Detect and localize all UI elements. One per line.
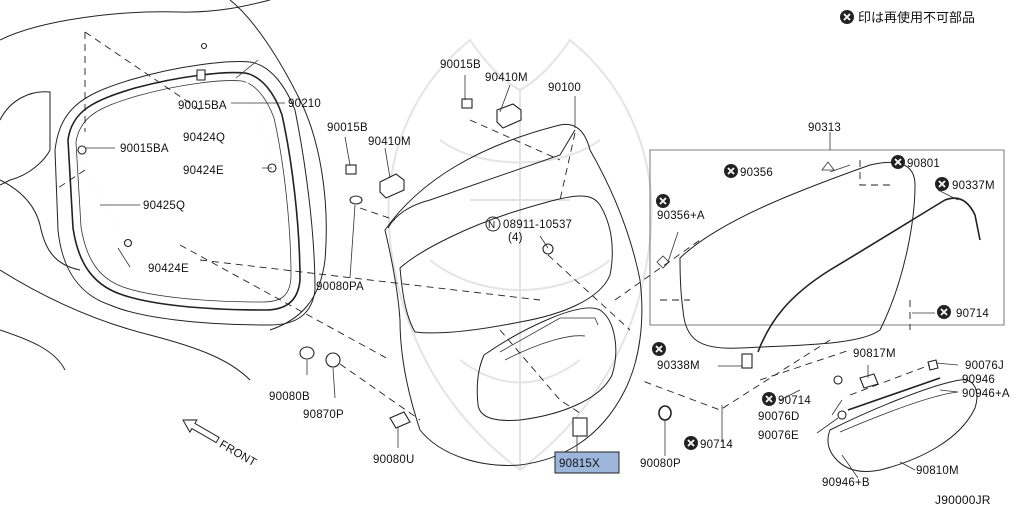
part-label-90210: 90210	[288, 98, 321, 110]
highlighted-part-90815X[interactable]: 90815X	[554, 451, 620, 474]
part-label-90338M: 90338M	[657, 360, 700, 372]
n-circle-icon	[485, 216, 501, 232]
fastener-group	[299, 346, 672, 429]
highlight-box	[554, 451, 620, 474]
part-label-90015B-top: 90015B	[440, 59, 481, 71]
part-label-90424E-low: 90424E	[148, 263, 189, 275]
front-arrow-label: FRONT	[217, 439, 258, 470]
part-label-08911: 08911-10537	[503, 219, 572, 231]
part-label-90080B: 90080B	[269, 391, 310, 403]
part-label-90946B: 90946+B	[822, 477, 870, 489]
no-reuse-x-icon	[652, 342, 666, 356]
part-label-90015BA-mid: 90015BA	[120, 143, 169, 155]
hatch-door	[384, 123, 643, 466]
part-label-90714-low: 90714	[700, 439, 733, 451]
part-label-90015BA-top: 90015BA	[178, 100, 227, 112]
part-label-90817M: 90817M	[853, 348, 896, 360]
hinge-group	[345, 98, 554, 255]
part-label-90100: 90100	[548, 82, 581, 94]
legend: 印は再使用不可部品	[840, 10, 975, 26]
no-reuse-x-icon	[762, 392, 776, 406]
leader-lines	[54, 31, 959, 479]
legend-text: 印は再使用不可部品	[858, 10, 975, 26]
part-label-90946A: 90946+A	[962, 388, 1010, 400]
part-label-90870P: 90870P	[303, 409, 344, 421]
part-label-90810M: 90810M	[916, 465, 959, 477]
part-label-08911-qty: (4)	[508, 232, 523, 244]
part-label-08911-prefix: N	[488, 220, 495, 231]
no-reuse-x-icon	[684, 436, 698, 450]
part-label-90714-mid: 90714	[778, 395, 811, 407]
part-label-90424E-mid: 90424E	[183, 165, 224, 177]
part-label-90080U: 90080U	[373, 454, 414, 466]
no-reuse-x-icon	[935, 177, 949, 191]
part-label-90815X: 90815X	[559, 458, 600, 470]
part-label-90015B-mid: 90015B	[327, 122, 368, 134]
no-reuse-x-icon	[937, 305, 951, 319]
part-label-90313: 90313	[808, 122, 841, 134]
part-label-90425Q: 90425Q	[143, 200, 185, 212]
part-label-90076D: 90076D	[758, 411, 799, 423]
spoiler-assembly	[649, 149, 1005, 369]
part-label-90801: 90801	[907, 158, 940, 170]
gas-strut-group	[77, 42, 277, 248]
part-label-90080PA: 90080PA	[316, 281, 364, 293]
part-label-90410M-mid: 90410M	[368, 136, 411, 148]
part-label-90356: 90356	[740, 167, 773, 179]
part-label-90076E: 90076E	[758, 430, 799, 442]
part-labels: 90015BA 90210 90424Q 90015BA 90424E 9042…	[120, 59, 1010, 489]
no-reuse-x-icon	[891, 155, 905, 169]
no-reuse-x-icon	[724, 164, 738, 178]
car-body-outline	[0, 0, 327, 381]
no-reuse-markers	[652, 155, 951, 450]
part-label-90946: 90946	[962, 374, 995, 386]
part-label-90337M: 90337M	[952, 180, 995, 192]
part-label-90714-right: 90714	[956, 308, 989, 320]
front-arrow: FRONT	[182, 419, 258, 470]
part-label-90356A: 90356+A	[657, 210, 705, 222]
part-label-90080P: 90080P	[640, 458, 681, 470]
no-reuse-x-icon	[656, 194, 670, 208]
watermark-emblem	[387, 38, 653, 472]
diagram-code: J90000JR	[935, 493, 991, 507]
part-label-90076J: 90076J	[965, 360, 1004, 372]
part-label-90424Q: 90424Q	[183, 132, 225, 144]
finisher-assembly	[827, 359, 978, 472]
part-label-90410M-top: 90410M	[485, 72, 528, 84]
no-reuse-x-icon	[840, 10, 854, 24]
